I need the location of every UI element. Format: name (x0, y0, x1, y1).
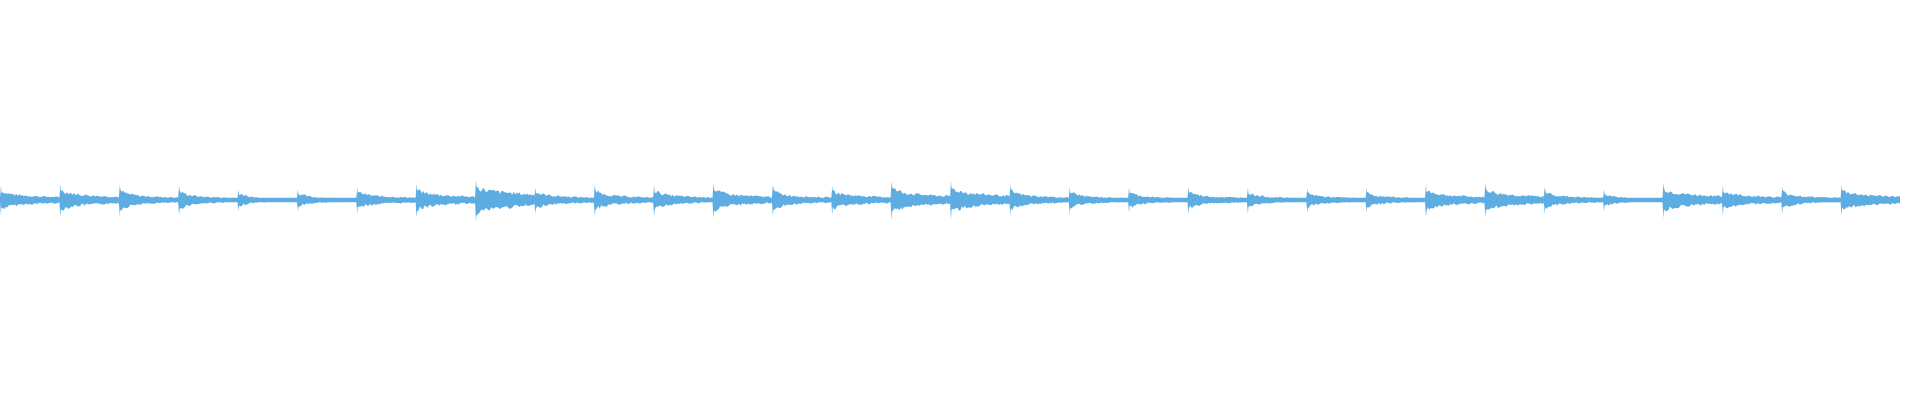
waveform-segments (0, 179, 1900, 222)
waveform-centerline (0, 198, 1900, 202)
